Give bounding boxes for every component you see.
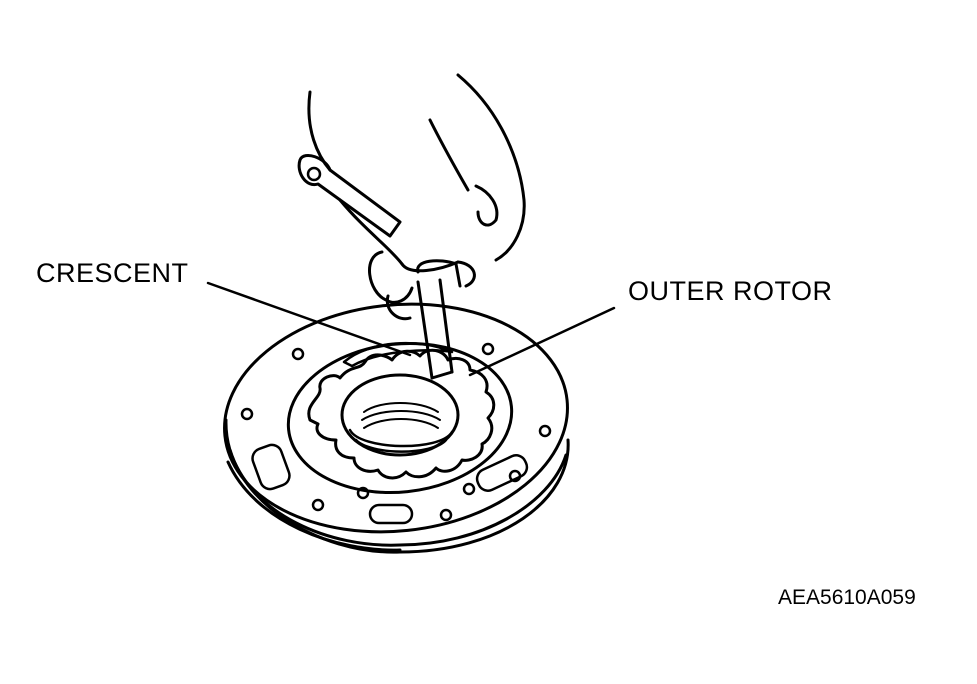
crescent: [342, 341, 454, 368]
outer-rotor: [307, 348, 496, 480]
figure-code: AEA5610A059: [778, 586, 916, 609]
crescent-label: CRESCENT: [36, 258, 189, 288]
crescent-leader-line: [206, 281, 412, 357]
inner-bore: [340, 373, 460, 457]
hand: [307, 73, 526, 321]
bolt-holes: [240, 342, 552, 522]
leader-lines: [206, 281, 616, 377]
outer-rotor-label: OUTER ROTOR: [628, 276, 833, 306]
feeler-gauge: [297, 154, 454, 380]
outer-rotor-leader-line: [468, 306, 616, 377]
housing-slots: [251, 443, 529, 525]
